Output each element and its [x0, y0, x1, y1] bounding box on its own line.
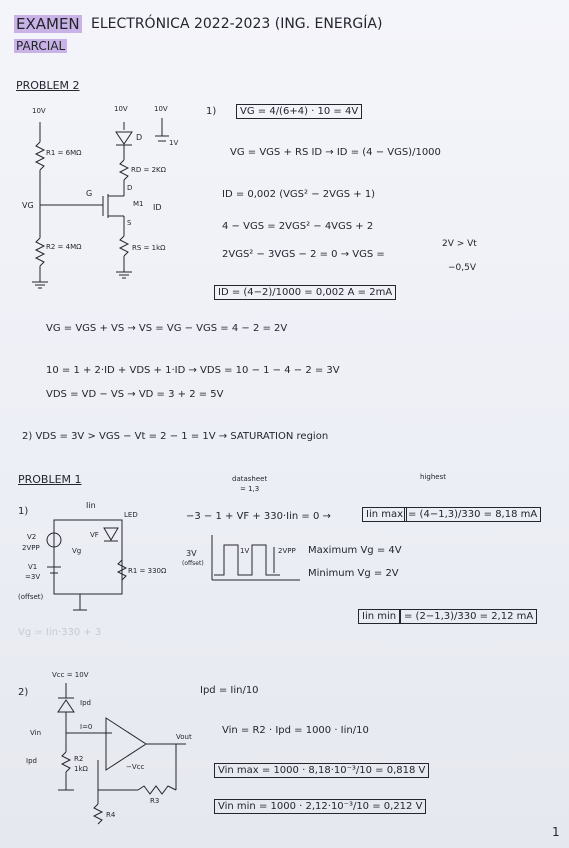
- v2-label: V2: [27, 533, 37, 541]
- v2-value: 2VPP: [22, 544, 40, 552]
- p2-line-id-expr: VG = VGS + RS ID → ID = (4 − VGS)/1000: [230, 147, 441, 158]
- iin-max-label: Iin max: [362, 507, 408, 522]
- v1-label: V1: [28, 563, 38, 571]
- vin-node-label: Vin: [30, 729, 42, 737]
- p1-kvl-equation: −3 − 1 + VF + 330·Iin = 0 →: [186, 511, 331, 522]
- p2-line-vd: VDS = VD − VS → VD = 3 + 2 = 5V: [46, 389, 224, 400]
- p2-vgs-root-1: 2V > Vt: [442, 239, 477, 249]
- r1-330-label: R1 = 330Ω: [128, 567, 167, 575]
- vg-source-label: Vg: [72, 547, 82, 555]
- max-vg-text: Maximum Vg = 4V: [308, 545, 402, 556]
- p2-line-expand: 4 − VGS = 2VGS² − 4VGS + 2: [222, 221, 374, 232]
- photodiode-opamp-drawing: [57, 683, 186, 825]
- vcc-label: Vcc = 10V: [52, 671, 89, 679]
- vin-max-result: Vin max = 1000 · 8,18·10⁻³/10 = 0,818 V: [214, 763, 430, 778]
- diode-drop-label: 1V: [169, 139, 179, 147]
- vout-label: Vout: [176, 733, 192, 741]
- problem-2-heading: PROBLEM 2: [16, 79, 80, 92]
- waveform-drawing: [211, 535, 300, 581]
- gate-label: G: [86, 189, 93, 198]
- page-number: 1: [552, 825, 560, 839]
- vin-min-result: Vin min = 1000 · 2,12·10⁻³/10 = 0,212 V: [214, 799, 427, 814]
- part2-label: 2): [18, 687, 29, 698]
- datasheet-note: datasheet: [232, 475, 268, 483]
- p2-line-quadratic: 2VGS² − 3VGS − 2 = 0 → VGS =: [222, 249, 385, 260]
- p2-vgs-root-2: −0,5V: [448, 263, 477, 273]
- led-circuit-drawing: [46, 519, 128, 611]
- p2-line-vs: VG = VGS + VS → VS = VG − VGS = 4 − 2 = …: [46, 323, 288, 334]
- iin-min-expression: = (2−1,3)/330 = 2,12 mA: [400, 609, 538, 624]
- offset-label: (offset): [18, 593, 44, 601]
- exam-title: ELECTRÓNICA 2022-2023 (ING. ENERGÍA): [91, 16, 383, 32]
- p2-line-vg: VG = 4/(6+4) · 10 = 4V: [236, 104, 363, 119]
- led-label: LED: [124, 511, 138, 519]
- vf-label: VF: [90, 531, 99, 539]
- iin-min-label: Iin min: [358, 609, 401, 624]
- v1-value: =3V: [25, 573, 41, 581]
- supply-left-label: 10V: [32, 107, 46, 115]
- r2-opamp-value: 1kΩ: [74, 765, 88, 773]
- i-zero-label: I=0: [80, 723, 93, 731]
- ipd-top-label: Ipd: [80, 699, 91, 707]
- highest-note: highest: [420, 473, 446, 481]
- wave-2vpp-label: 2VPP: [278, 547, 296, 555]
- drain-label: D: [127, 184, 133, 192]
- p2-line-vds: 10 = 1 + 2·ID + VDS + 1·ID → VDS = 10 − …: [46, 365, 340, 376]
- wave-offset-label: (offset): [182, 560, 204, 567]
- p2-part2-saturation: 2) VDS = 3V > VGS − Vt = 2 − 1 = 1V → SA…: [22, 431, 329, 442]
- diode-label: D: [136, 133, 143, 142]
- p1-part1-label: 1): [18, 506, 29, 517]
- transistor-label: M1: [133, 200, 144, 208]
- ipd-formula: Ipd = Iin/10: [200, 685, 259, 696]
- mosfet-branch-drawing: [100, 118, 169, 279]
- r2-label: R2 = 4MΩ: [46, 243, 82, 251]
- id-label: ID: [153, 203, 162, 212]
- datasheet-value: = 1,3: [240, 485, 260, 493]
- r1-label: R1 = 6MΩ: [46, 149, 82, 157]
- voltage-divider-drawing: [32, 122, 100, 289]
- partial-label: PARCIAL: [14, 39, 68, 53]
- rs-label: RS = 1kΩ: [132, 244, 166, 252]
- wave-1v-label: 1V: [240, 547, 250, 555]
- p2-part1-label: 1): [206, 106, 217, 117]
- p2-line-id-square: ID = 0,002 (VGS² − 2VGS + 1): [222, 189, 376, 200]
- r4-label: R4: [106, 811, 116, 819]
- exam-label: EXAMEN: [14, 15, 82, 33]
- wave-3v-label: 3V: [186, 549, 197, 558]
- problem-1-heading: PROBLEM 1: [18, 473, 82, 486]
- iin-max-expression: = (4−1,3)/330 = 8,18 mA: [404, 507, 542, 522]
- supply-mid-label: 10V: [114, 105, 128, 113]
- supply-right-label: 10V: [154, 105, 168, 113]
- negative-supply-label: −Vcc: [126, 763, 145, 771]
- rd-label: RD = 2KΩ: [131, 166, 166, 174]
- source-label: S: [127, 219, 132, 227]
- p2-line-id-result: ID = (4−2)/1000 = 0,002 A = 2mA: [214, 285, 397, 300]
- faded-handwriting: Vg = Iin·330 + 3: [18, 627, 102, 638]
- iin-label: Iin: [86, 501, 96, 510]
- ipd-left-label: Ipd: [26, 757, 37, 765]
- r3-label: R3: [150, 797, 160, 805]
- min-vg-text: Minimum Vg = 2V: [308, 568, 399, 579]
- r2-opamp-label: R2: [74, 755, 84, 763]
- vin-formula: Vin = R2 · Ipd = 1000 · Iin/10: [222, 725, 369, 736]
- vg-node-label: VG: [22, 201, 34, 210]
